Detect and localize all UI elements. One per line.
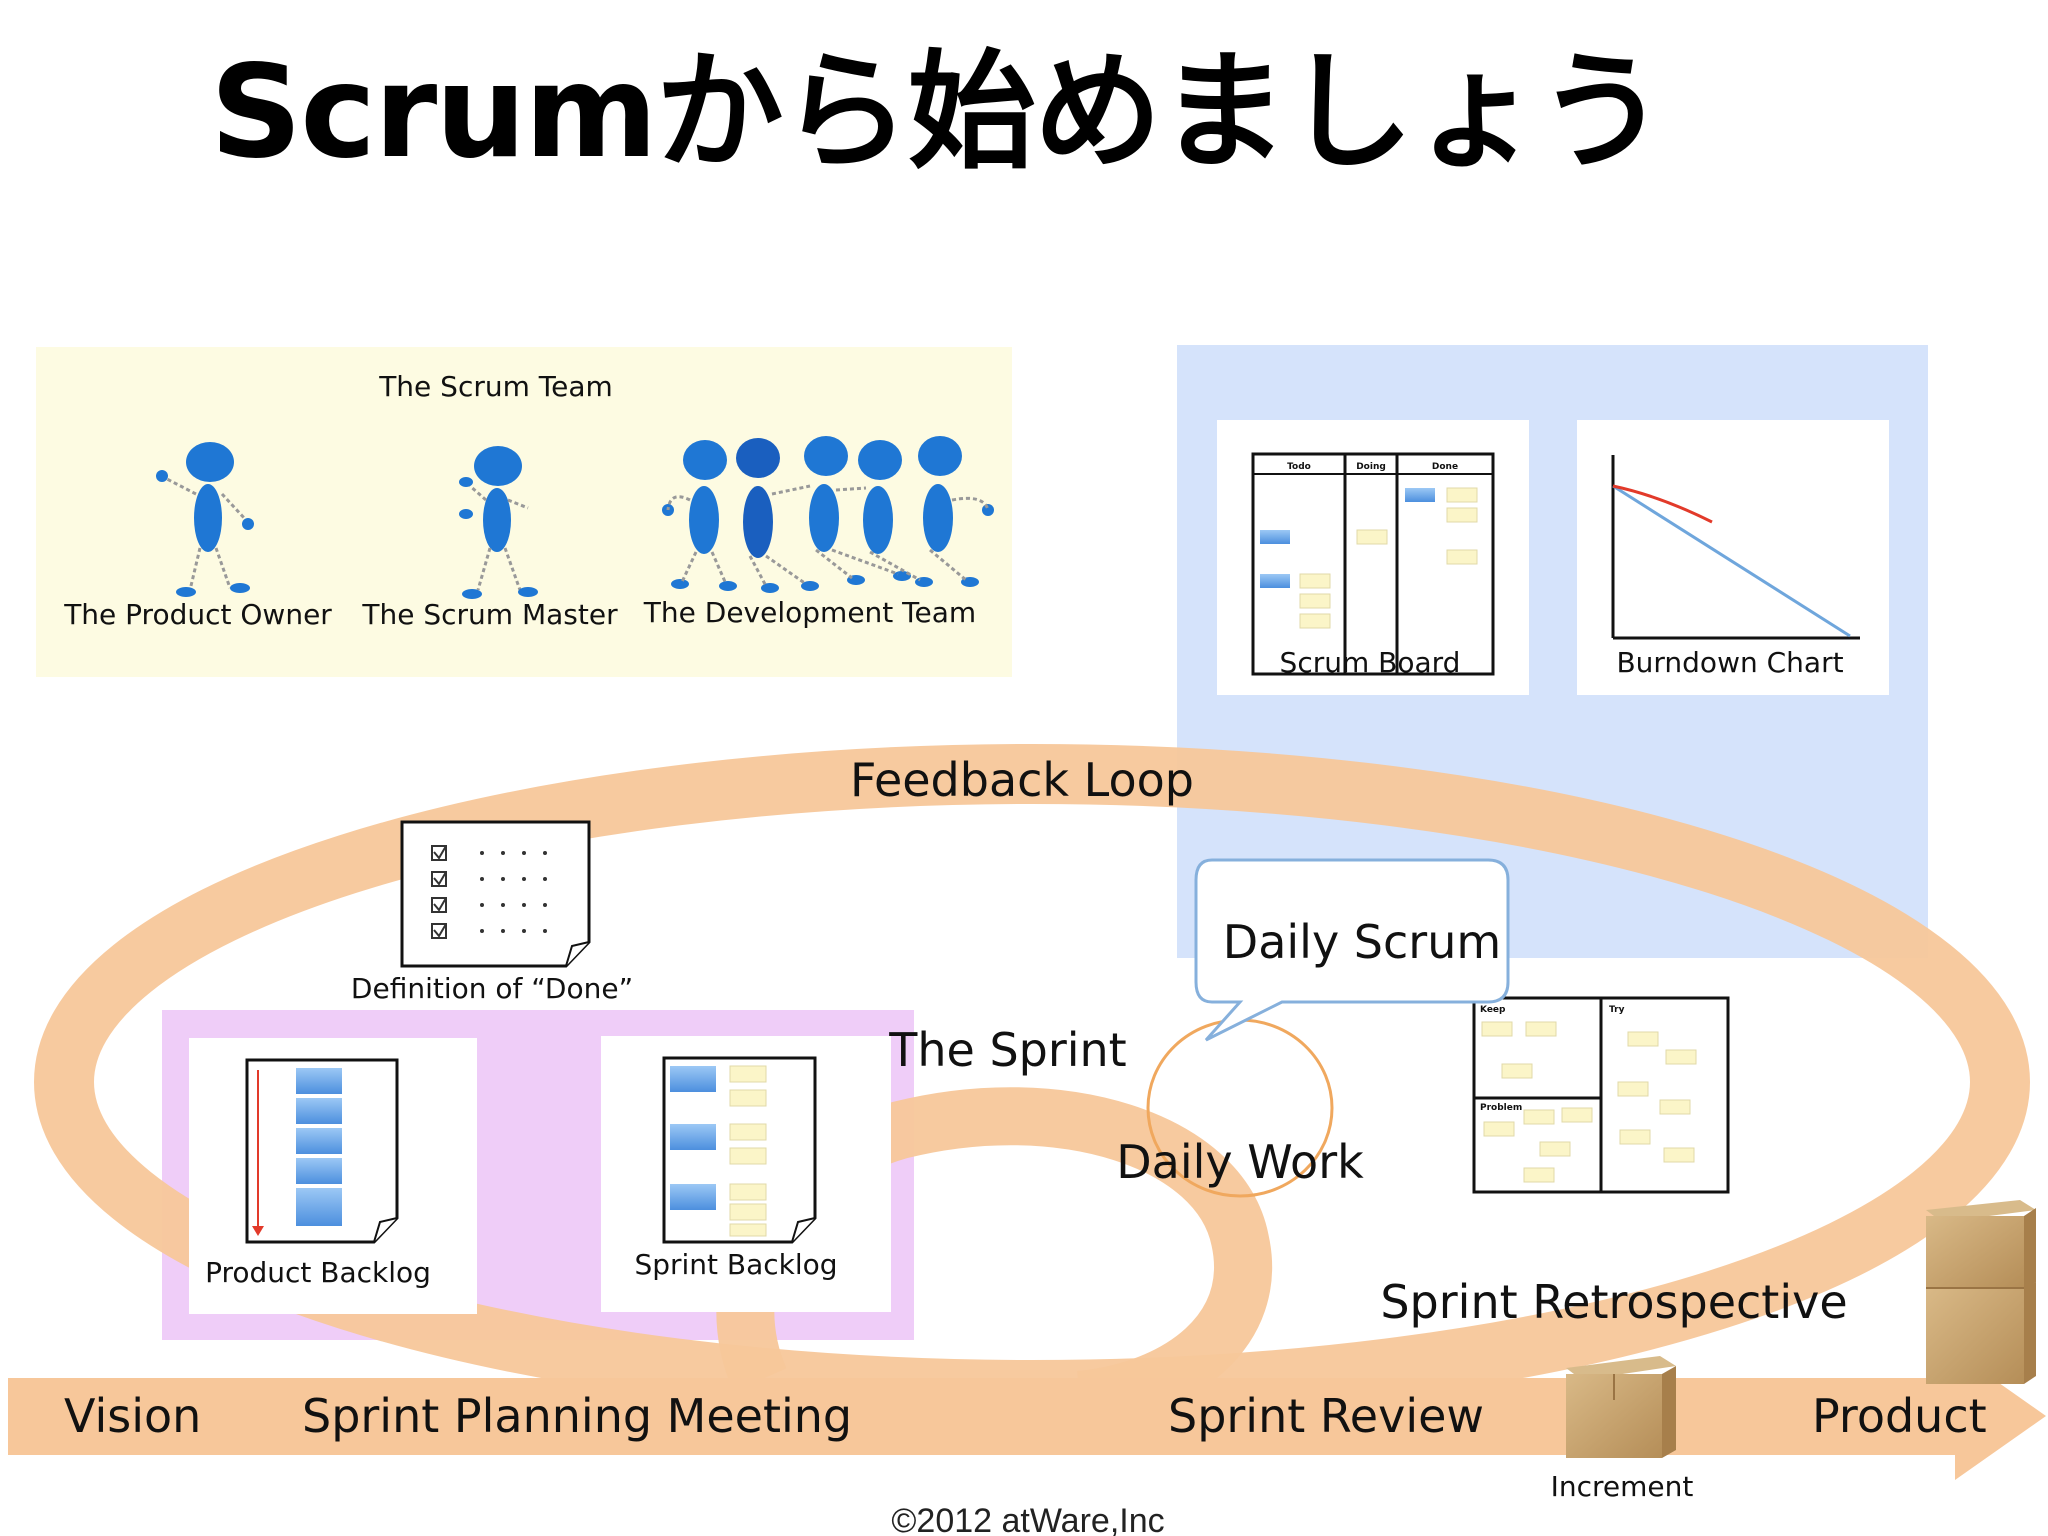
- daily-scrum-bubble: [1194, 858, 1510, 1042]
- product-label: Product: [1812, 1389, 1987, 1443]
- increment-label: Increment: [1551, 1470, 1694, 1503]
- product-owner-figure-icon: [156, 442, 254, 597]
- scrum-board-col-done: Done: [1432, 462, 1458, 472]
- daily-work-label: Daily Work: [1116, 1135, 1364, 1189]
- scrum-board-label: Scrum Board: [1280, 646, 1461, 679]
- page-title: Scrumから始めましょう: [210, 38, 1666, 187]
- definition-of-done-label: Definition of “Done”: [351, 972, 633, 1005]
- timeline-arrow: [8, 1352, 2046, 1480]
- scrum-master-label: The Scrum Master: [361, 598, 618, 631]
- scrum-team-heading: The Scrum Team: [378, 370, 613, 403]
- copyright-footer: ©2012 atWare,Inc: [891, 1502, 1164, 1536]
- scrum-board-col-doing: Doing: [1356, 462, 1386, 472]
- sprint-retrospective-label: Sprint Retrospective: [1380, 1275, 1847, 1329]
- sprint-backlog-label: Sprint Backlog: [634, 1248, 837, 1281]
- product-backlog-label: Product Backlog: [205, 1256, 431, 1289]
- burndown-chart-icon: [1611, 455, 1860, 640]
- retro-problem-label: Problem: [1480, 1103, 1522, 1113]
- scrum-master-figure-icon: [459, 446, 538, 599]
- feedback-loop-label: Feedback Loop: [850, 753, 1194, 807]
- scrum-board-icon: Todo Doing Done: [1251, 452, 1495, 676]
- retro-try-label: Try: [1609, 1005, 1625, 1015]
- sprint-review-label: Sprint Review: [1168, 1389, 1484, 1443]
- retro-keep-label: Keep: [1480, 1005, 1506, 1015]
- sprint-backlog-icon: [662, 1056, 817, 1244]
- the-sprint-label: The Sprint: [888, 1023, 1126, 1077]
- scrum-board-col-todo: Todo: [1287, 462, 1311, 472]
- product-boxes-icon: [1926, 1200, 2036, 1384]
- daily-scrum-label: Daily Scrum: [1223, 915, 1501, 969]
- burndown-chart-card: [1577, 420, 1889, 695]
- product-owner-label: The Product Owner: [63, 598, 332, 631]
- retrospective-board-icon: Keep Try Problem: [1472, 996, 1730, 1194]
- definition-of-done-icon: [400, 820, 591, 968]
- sprint-planning-meeting-label: Sprint Planning Meeting: [302, 1389, 852, 1443]
- product-backlog-icon: [245, 1058, 399, 1244]
- development-team-figures-icon: [662, 436, 994, 593]
- vision-label: Vision: [64, 1389, 201, 1443]
- development-team-label: The Development Team: [643, 596, 976, 629]
- burndown-chart-label: Burndown Chart: [1616, 646, 1843, 679]
- increment-box-icon: [1566, 1356, 1676, 1458]
